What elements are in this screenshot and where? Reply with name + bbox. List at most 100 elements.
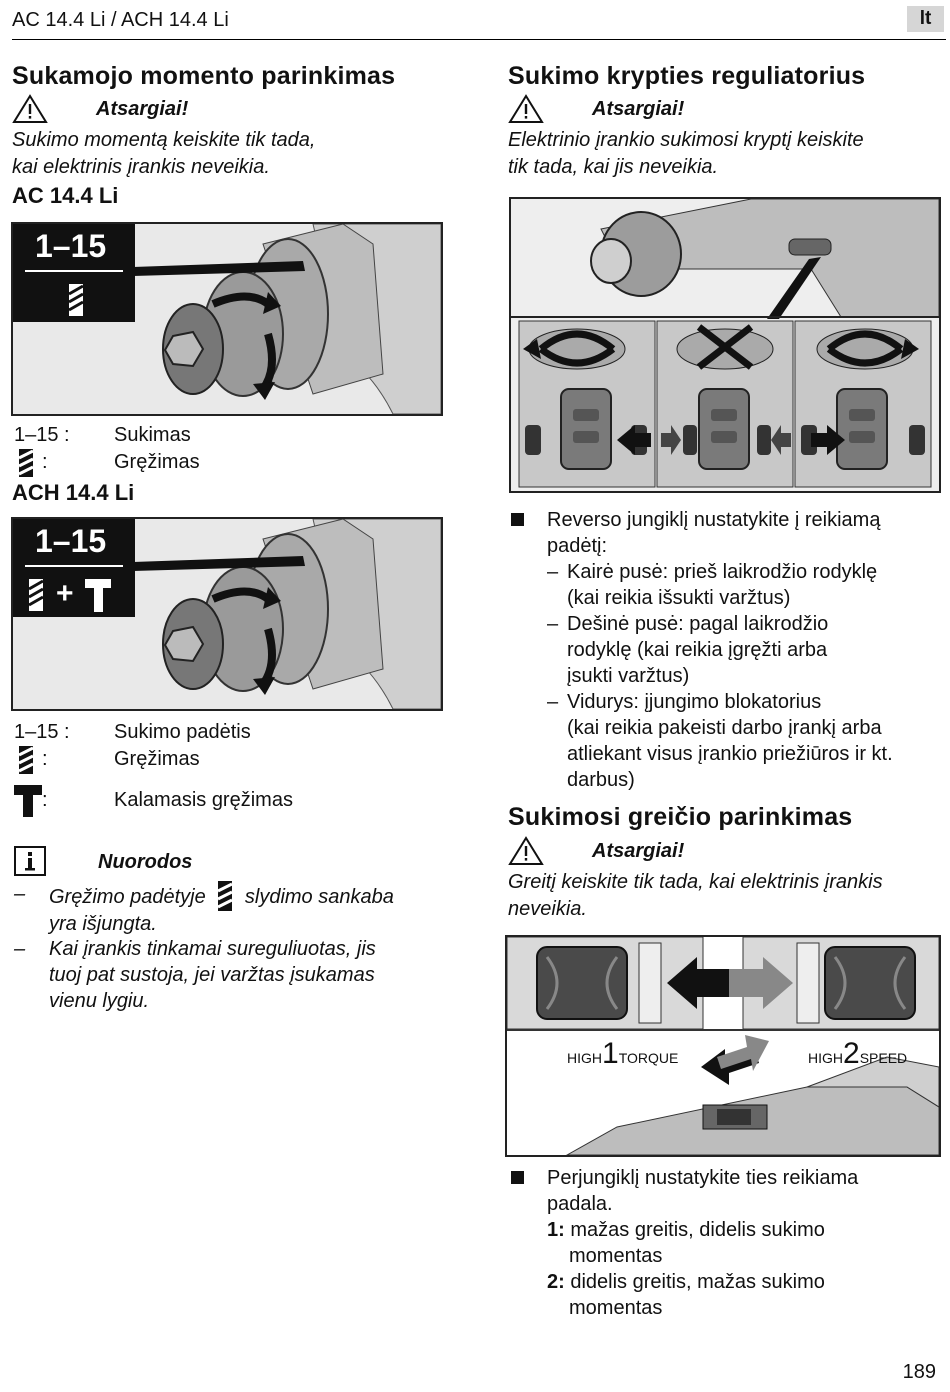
warning-triangle-icon xyxy=(508,836,544,865)
gear-high-text: HIGH xyxy=(567,1050,602,1066)
reverse-switch-instruction: Reverso jungiklį nustatykite į reikiamą … xyxy=(511,507,941,793)
warning-text-line: kai elektrinis įrankis neveikia. xyxy=(12,156,270,178)
note-text: Gręžimo padėtyje xyxy=(49,886,206,908)
speed-warning: Atsargiai! xyxy=(508,836,684,866)
reverse-switch-illustration xyxy=(511,199,939,491)
legend-key: : xyxy=(42,789,48,811)
torque-warning: Atsargiai! xyxy=(12,94,188,124)
gear-selector-figure: HIGH1TORQUE HIGH2SPEED xyxy=(505,935,941,1157)
option-text: Vidurys: įjungimo blokatorius xyxy=(567,691,822,713)
note-item: – Gręžimo padėtyje slydimo sankaba yra i… xyxy=(14,881,444,937)
direction-section-title: Sukimo krypties reguliatorius xyxy=(508,62,866,90)
gear-switch-illustration xyxy=(507,937,939,1155)
option-text: Kairė pusė: prieš laikrodžio rodyklę xyxy=(567,561,878,583)
instruction-text: padėtį: xyxy=(547,535,608,557)
warning-triangle-icon xyxy=(12,94,48,123)
model-ach-heading: ACH 14.4 Li xyxy=(12,480,135,505)
option-text: įsukti varžtus) xyxy=(567,665,690,687)
direction-warning: Atsargiai! xyxy=(508,94,684,124)
gear-number: 1 xyxy=(602,1037,619,1070)
direction-figure xyxy=(509,197,941,493)
warning-label: Atsargiai! xyxy=(592,839,685,862)
note-text: Kai įrankis tinkamai sureguliuotas, jis xyxy=(49,938,376,960)
plus-sign: + xyxy=(56,577,74,610)
option-text: atliekant visus įrankio priežiūros ir kt… xyxy=(567,743,893,765)
drill-bit-icon xyxy=(18,449,34,477)
legend-row: : Kalamasis gręžimas xyxy=(14,785,434,817)
gear-option-2: 2: didelis greitis, mažas sukimo momenta… xyxy=(547,1269,941,1321)
speed-section-title: Sukimosi greičio parinkimas xyxy=(508,803,853,831)
legend-key: 1–15 : xyxy=(14,721,70,743)
warning-text-line: tik tada, kai jis neveikia. xyxy=(508,156,719,178)
header-title: AC 14.4 Li / ACH 14.4 Li xyxy=(12,9,229,31)
gear-option-number: 1: xyxy=(547,1219,565,1241)
option-text: (kai reikia išsukti varžtus) xyxy=(567,587,791,609)
warning-triangle-icon xyxy=(508,94,544,123)
legend-key: : xyxy=(42,451,48,473)
option-text: rodyklę (kai reikia įgręžti arba xyxy=(567,639,828,661)
legend-row: : Gręžimas xyxy=(14,449,434,477)
warning-label: Atsargiai! xyxy=(592,97,685,120)
page-number: 189 xyxy=(902,1361,936,1383)
legend-value: Sukimo padėtis xyxy=(114,721,251,743)
legend-row: 1–15 : Sukimas xyxy=(14,424,434,448)
gear-switch-instruction: Perjungiklį nustatykite ties reikiama pa… xyxy=(511,1165,941,1321)
option-text: Dešinė pusė: pagal laikrodžio xyxy=(567,613,829,635)
direction-option-middle: Vidurys: įjungimo blokatorius (kai reiki… xyxy=(547,689,941,793)
warning-label: Atsargiai! xyxy=(96,97,189,120)
warning-text-line: Elektrinio įrankio sukimosi kryptį keisk… xyxy=(508,129,864,151)
gear-option-text: momentas xyxy=(569,1245,663,1267)
gear-option-text: mažas greitis, didelis sukimo xyxy=(570,1219,825,1241)
warning-text-line: Greitį keiskite tik tada, kai elektrinis… xyxy=(508,871,883,893)
instruction-text: Reverso jungiklį nustatykite į reikiamą xyxy=(547,509,881,531)
hammer-icon xyxy=(14,785,42,817)
gear-word: TORQUE xyxy=(618,1050,679,1066)
legend-row: : Gręžimas xyxy=(14,746,434,774)
legend-value: Gręžimas xyxy=(114,748,200,770)
legend-value: Sukimas xyxy=(114,424,191,446)
direction-warning-text: Elektrinio įrankio sukimosi kryptį keisk… xyxy=(508,127,864,181)
gear-option-text: didelis greitis, mažas sukimo xyxy=(570,1271,825,1293)
drill-bit-icon xyxy=(18,746,34,774)
torque-section-title: Sukamojo momento parinkimas xyxy=(12,62,396,90)
note-text: tuoj pat sustoja, jei varžtas įsukamas xyxy=(49,964,375,986)
note-text: slydimo sankaba xyxy=(244,886,394,908)
note-text: vienu lygiu. xyxy=(49,990,150,1012)
legend-key: 1–15 : xyxy=(14,424,70,446)
info-icon xyxy=(14,846,46,876)
gear-option-text: momentas xyxy=(569,1297,663,1319)
drill-bit-icon xyxy=(217,881,233,911)
drill-chuck-illustration xyxy=(13,519,441,709)
direction-option-left: Kairė pusė: prieš laikrodžio rodyklę (ka… xyxy=(547,559,941,611)
legend-value: Kalamasis gręžimas xyxy=(114,789,293,811)
gear-2-label: HIGH2SPEED xyxy=(808,1039,908,1069)
gear-number: 2 xyxy=(843,1037,860,1070)
gear-word: SPEED xyxy=(859,1050,908,1066)
legend-row: 1–15 : Sukimo padėtis xyxy=(14,721,434,745)
gear-option-number: 2: xyxy=(547,1271,565,1293)
torque-figure-ach: 1–15 + xyxy=(11,517,443,711)
direction-option-right: Dešinė pusė: pagal laikrodžio rodyklę (k… xyxy=(547,611,941,689)
torque-figure-ac: 1–15 xyxy=(11,222,443,416)
note-text: yra išjungta. xyxy=(49,913,157,935)
model-ac-heading: AC 14.4 Li xyxy=(12,183,119,208)
gear-1-label: HIGH1TORQUE xyxy=(567,1039,679,1069)
torque-warning-text: Sukimo momentą keiskite tik tada, kai el… xyxy=(12,127,315,181)
bullet-square-icon xyxy=(511,1171,524,1184)
option-text: (kai reikia pakeisti darbo įrankį arba xyxy=(567,717,882,739)
gear-option-1: 1: mažas greitis, didelis sukimo momenta… xyxy=(547,1217,941,1269)
warning-text-line: neveikia. xyxy=(508,898,587,920)
instruction-text: padala. xyxy=(547,1193,613,1215)
instruction-text: Perjungiklį nustatykite ties reikiama xyxy=(547,1167,859,1189)
bullet-square-icon xyxy=(511,513,524,526)
torque-range-label: 1–15 xyxy=(35,523,107,559)
header-rule xyxy=(12,39,946,40)
legend-value: Gręžimas xyxy=(114,451,200,473)
option-text: darbus) xyxy=(567,769,635,791)
warning-text-line: Sukimo momentą keiskite tik tada, xyxy=(12,129,316,151)
gear-high-text: HIGH xyxy=(808,1050,843,1066)
torque-range-label: 1–15 xyxy=(35,228,107,264)
legend-key: : xyxy=(42,748,48,770)
notes-title: Nuorodos xyxy=(98,851,193,873)
language-badge: lt xyxy=(907,6,944,32)
